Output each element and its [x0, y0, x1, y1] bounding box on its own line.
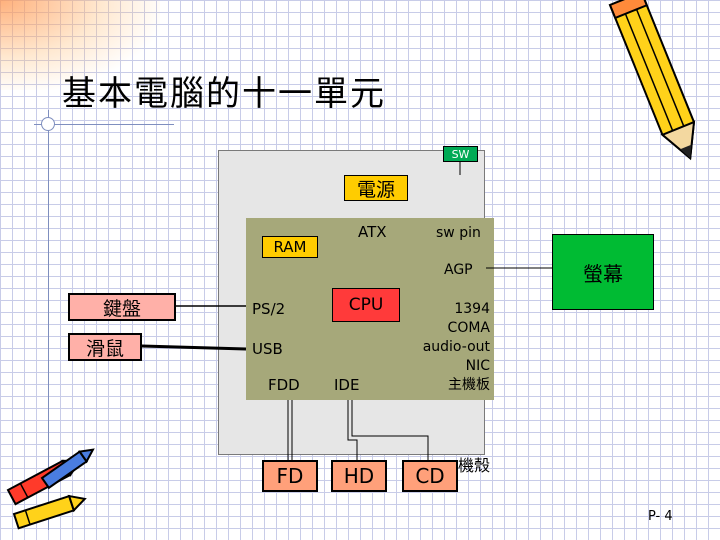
page-number: P- 4	[648, 509, 673, 524]
connector-ide-hd	[347, 400, 358, 460]
mouse: 滑鼠	[68, 333, 142, 361]
fdd-label: FDD	[268, 376, 300, 394]
atx-label: ATX	[358, 223, 387, 241]
power-supply: 電源	[344, 175, 408, 201]
motherboard-label: 主機板	[448, 377, 490, 393]
keyboard: 鍵盤	[68, 293, 176, 321]
port-nic-label: NIC	[465, 358, 490, 374]
port-audio-out-label: audio-out	[422, 339, 490, 355]
agp-label: AGP	[444, 262, 473, 278]
connector-ide-cd	[351, 400, 429, 460]
corner-glow	[0, 0, 160, 90]
power-switch: SW	[443, 146, 478, 162]
sw-pin-label: sw pin	[436, 225, 481, 241]
margin-line	[48, 110, 49, 530]
slide-title: 基本電腦的十一單元	[62, 74, 386, 114]
port-coma-label: COMA	[447, 320, 490, 336]
hard-drive: HD	[331, 460, 387, 492]
title-underline	[34, 124, 174, 125]
pencil-clipart-icon	[608, 0, 696, 161]
floppy-drive: FD	[262, 460, 318, 492]
margin-line-node	[41, 117, 55, 131]
connector-mouse-usb	[141, 344, 247, 351]
case-label: 機殼	[458, 456, 491, 475]
usb-label: USB	[252, 340, 283, 358]
cpu-chip: CPU	[332, 288, 400, 322]
ps2-label: PS/2	[252, 300, 286, 318]
ram-module: RAM	[262, 236, 318, 258]
port-1394-label: 1394	[454, 301, 490, 317]
crayons-clipart-icon	[6, 448, 95, 530]
cd-drive: CD	[402, 460, 458, 492]
motherboard-port-list: 1394 COMA audio-out NIC 主機板	[408, 300, 490, 395]
monitor: 螢幕	[552, 234, 654, 310]
ide-label: IDE	[334, 376, 360, 394]
